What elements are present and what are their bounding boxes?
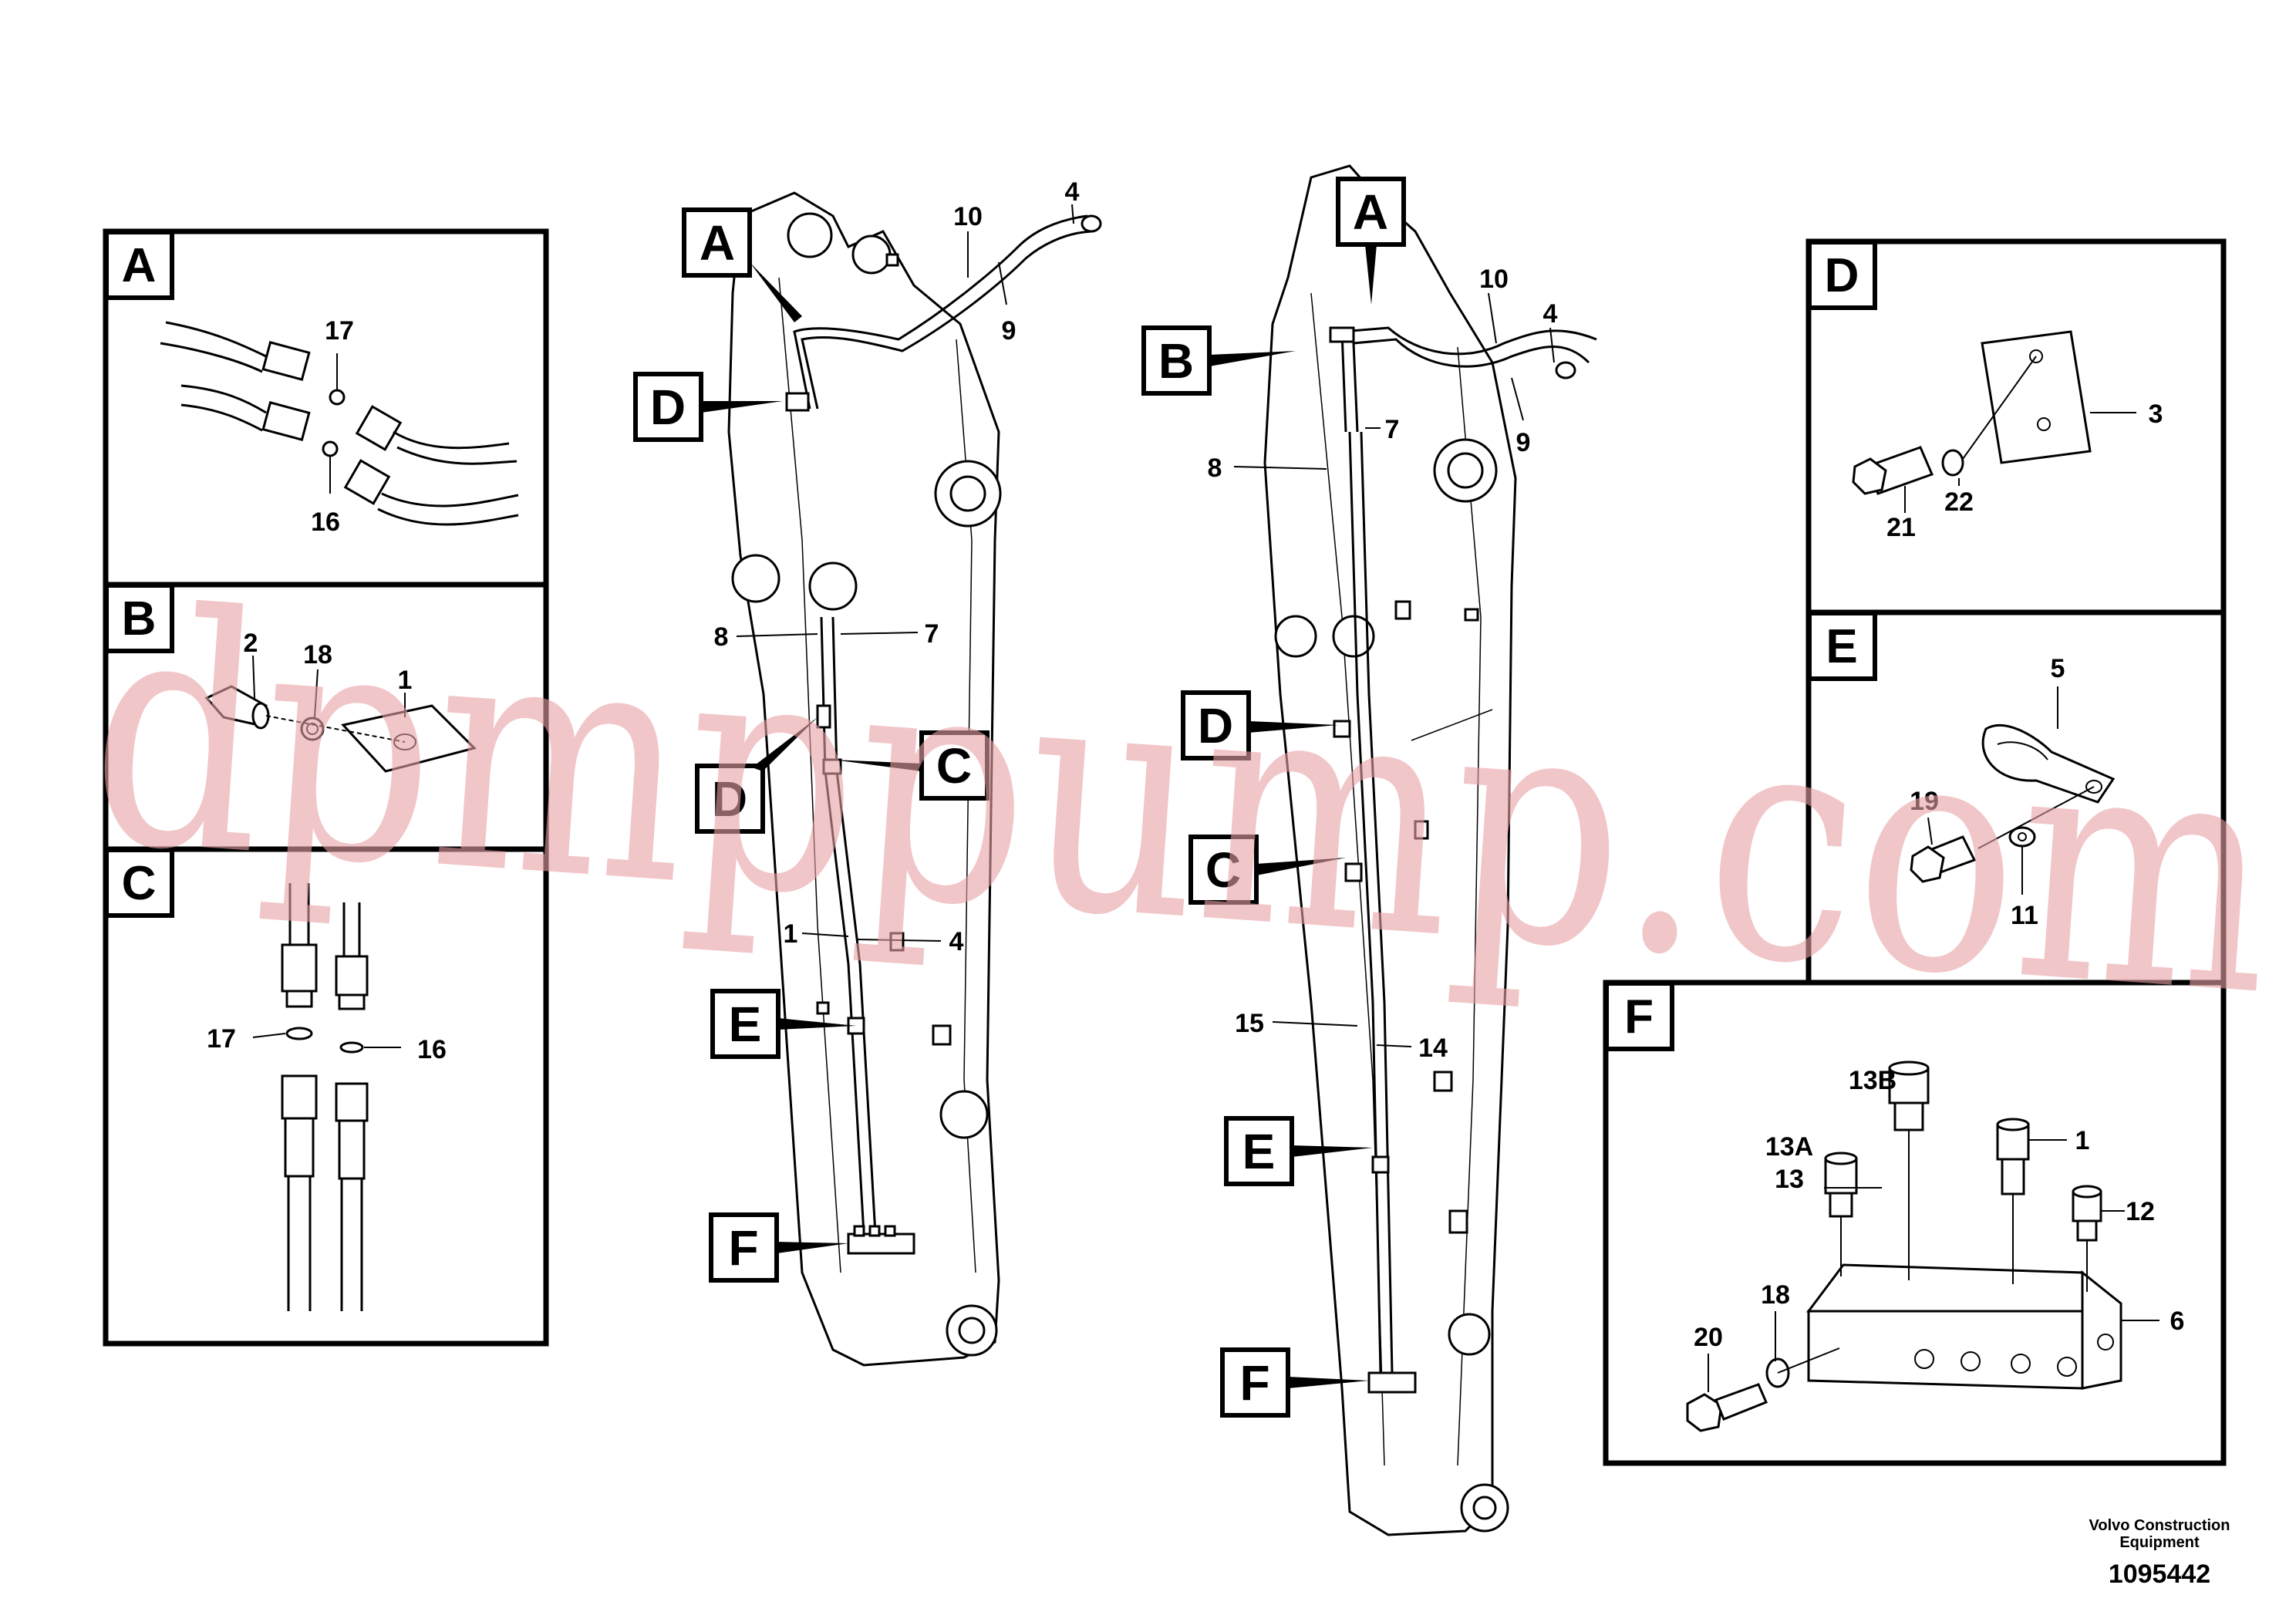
detail-panel-d: D 3 21 22 [1805, 238, 2227, 615]
callout-e: E [1242, 1124, 1276, 1179]
label-1: 1 [2075, 1126, 2090, 1155]
label-8: 8 [1208, 454, 1222, 483]
label-18: 18 [1761, 1280, 1790, 1310]
company-line-2: Equipment [2119, 1534, 2200, 1551]
callout-f: F [1239, 1355, 1269, 1411]
company-line-1: Volvo Construction [2089, 1517, 2230, 1534]
label-12: 12 [2126, 1197, 2155, 1226]
label-9: 9 [1002, 316, 1017, 346]
label-6: 6 [2170, 1307, 2185, 1336]
boom-view-left: A D C D E F 10 4 9 8 7 1 4 [633, 177, 1102, 1367]
panel-d-letter: D [1825, 249, 1859, 302]
panel-a-letter: A [122, 239, 157, 292]
callout-c: C [936, 738, 972, 794]
label-10: 10 [1479, 265, 1509, 294]
callout-f: F [728, 1220, 758, 1276]
label-8: 8 [714, 622, 729, 652]
label-7: 7 [1385, 415, 1400, 444]
callout-a: A [1353, 184, 1388, 240]
callout-d: D [650, 379, 686, 435]
title-block: Volvo Construction Equipment 1095442 [2089, 1517, 2230, 1589]
label-13a: 13A [1765, 1132, 1813, 1162]
label-1: 1 [398, 666, 413, 695]
drawing-number: 1095442 [2109, 1560, 2210, 1589]
panel-f-letter: F [1624, 990, 1654, 1044]
label-16: 16 [311, 508, 340, 537]
detail-panel-f: F 13B 1 [1603, 980, 2227, 1466]
boom-view-right: A B D C E F 10 4 9 8 7 15 14 [1141, 164, 1597, 1536]
label-10: 10 [953, 202, 983, 231]
label-2: 2 [244, 629, 258, 658]
label-4: 4 [1065, 177, 1080, 207]
callout-e: E [729, 996, 762, 1052]
label-13: 13 [1775, 1165, 1804, 1194]
label-22: 22 [1944, 487, 1974, 517]
callout-a: A [700, 215, 735, 271]
label-14: 14 [1418, 1034, 1448, 1063]
label-9: 9 [1516, 428, 1531, 457]
label-4: 4 [1543, 299, 1558, 329]
detail-panel-c: C 17 16 [103, 846, 549, 1347]
label-20: 20 [1694, 1323, 1723, 1352]
label-18: 18 [303, 640, 332, 669]
detail-panel-a: A 17 16 [103, 228, 549, 588]
panel-b-letter: B [122, 592, 157, 646]
label-17: 17 [325, 316, 354, 346]
label-17: 17 [207, 1024, 236, 1054]
label-16: 16 [417, 1035, 447, 1064]
panel-c-letter: C [122, 857, 157, 910]
callout-b: B [1158, 333, 1194, 389]
watermark-text: dpmppump.com [80, 540, 2284, 1068]
label-13b: 13B [1849, 1066, 1896, 1095]
label-1: 1 [784, 919, 798, 949]
label-14: 4 [949, 927, 964, 956]
label-21: 21 [1886, 513, 1916, 542]
callout-d-lower: D [712, 771, 747, 827]
callout-c: C [1205, 842, 1241, 898]
label-11: 11 [2011, 901, 2038, 930]
detail-panel-b: B 2 18 1 [103, 582, 549, 852]
panel-e-letter: E [1826, 620, 1857, 673]
label-19: 19 [1910, 787, 1939, 816]
callout-d: D [1198, 698, 1233, 754]
label-3: 3 [2149, 400, 2163, 429]
label-7: 7 [925, 619, 939, 649]
detail-panel-e: E 5 19 11 [1805, 609, 2227, 986]
label-15: 15 [1235, 1009, 1264, 1038]
label-5: 5 [2051, 654, 2065, 683]
